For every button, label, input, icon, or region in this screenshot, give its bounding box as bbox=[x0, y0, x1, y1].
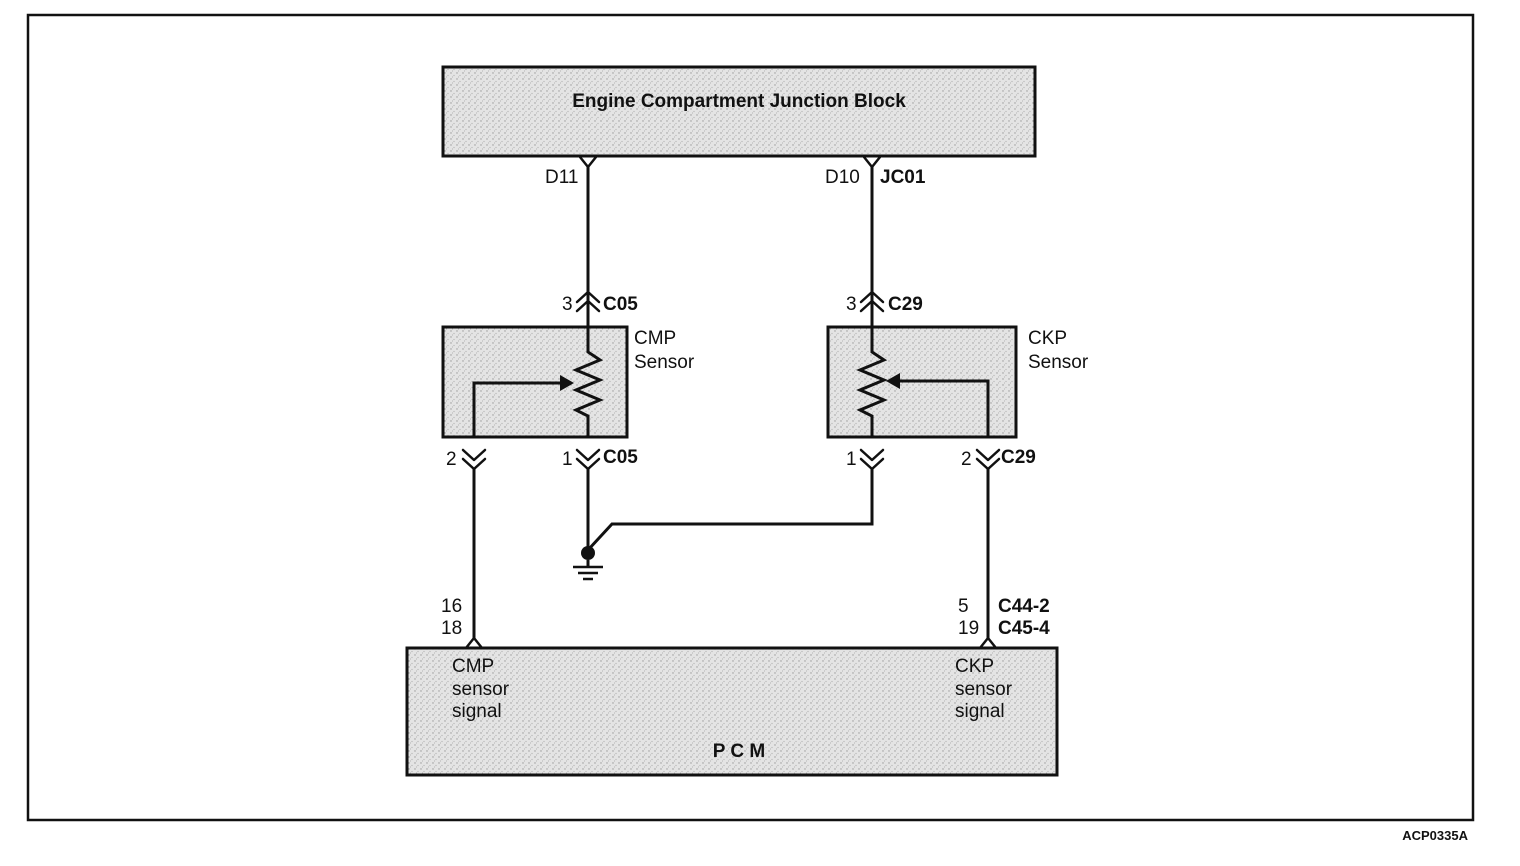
pcm-left-pin-1: 16 bbox=[441, 596, 462, 617]
junction-block-title: Engine Compartment Junction Block bbox=[572, 91, 906, 112]
cmp-wiper-arrow bbox=[560, 375, 574, 391]
cmp-pin1-label: 1 bbox=[562, 449, 573, 470]
cmp-sensor bbox=[441, 325, 629, 439]
ckp-potentiometer bbox=[856, 327, 888, 437]
ckp-top-connector bbox=[859, 290, 885, 313]
junction-block: Engine Compartment Junction Block bbox=[441, 65, 1037, 158]
pcm-cmp-signal-2: sensor bbox=[452, 679, 510, 700]
pcm-cmp-terminal-mark bbox=[464, 636, 484, 650]
cmp-potentiometer bbox=[572, 327, 604, 437]
pcm-right-pin-2: 19 bbox=[958, 618, 979, 639]
pcm-module: CMP sensor signal CKP sensor signal P C … bbox=[405, 636, 1059, 777]
pcm-ckp-terminal-mark bbox=[978, 636, 998, 650]
pcm-ckp-signal-2: sensor bbox=[955, 679, 1013, 700]
pcm-right-connector-1: C44-2 bbox=[998, 596, 1050, 617]
cmp-sensor-label-1: CMP bbox=[634, 328, 676, 349]
ckp-wiper-arrow bbox=[886, 373, 900, 389]
ckp-sensor-label-1: CKP bbox=[1028, 328, 1067, 349]
pcm-ckp-signal-3: signal bbox=[955, 701, 1005, 722]
cmp-top-connector-label: C05 bbox=[603, 294, 638, 315]
cmp-pin1-connector bbox=[575, 448, 601, 471]
cmp-pin2-connector bbox=[461, 448, 487, 471]
ckp-wiper-wire bbox=[898, 379, 990, 438]
cmp-wiper-wire bbox=[472, 381, 562, 438]
ckp-top-pin-label: 3 bbox=[846, 294, 857, 315]
cmp-sensor-label-2: Sensor bbox=[634, 352, 695, 373]
ckp-top-connector-label: C29 bbox=[888, 294, 923, 315]
pcm-cmp-signal-1: CMP bbox=[452, 656, 494, 677]
ckp-bottom-connector-label: C29 bbox=[1001, 447, 1036, 468]
ckp-pin1-label: 1 bbox=[846, 449, 857, 470]
diagram-frame bbox=[26, 13, 1475, 822]
pcm-right-connector-2: C45-4 bbox=[998, 618, 1050, 639]
pcm-ckp-signal-1: CKP bbox=[955, 656, 994, 677]
ground-icon bbox=[573, 546, 603, 581]
wire-ckp-ground bbox=[586, 468, 874, 552]
pcm-left-pin-2: 18 bbox=[441, 618, 462, 639]
cmp-top-pin-label: 3 bbox=[562, 294, 573, 315]
cmp-top-connector bbox=[575, 290, 601, 313]
ckp-pin2-label: 2 bbox=[961, 449, 972, 470]
ckp-sensor bbox=[826, 325, 1018, 439]
pcm-right-pin-1: 5 bbox=[958, 596, 969, 617]
terminal-d10-label: D10 bbox=[825, 167, 860, 188]
ckp-pin1-connector bbox=[859, 448, 885, 471]
ckp-sensor-label-2: Sensor bbox=[1028, 352, 1089, 373]
ckp-pin2-connector bbox=[975, 448, 1001, 471]
terminal-d11-label: D11 bbox=[545, 167, 578, 188]
connector-jc01-label: JC01 bbox=[880, 167, 926, 188]
figure-reference: ACP0335A bbox=[1402, 828, 1468, 843]
pcm-title: P C M bbox=[713, 741, 765, 762]
cmp-pin2-label: 2 bbox=[446, 449, 457, 470]
cmp-bottom-connector-label: C05 bbox=[603, 447, 638, 468]
pcm-cmp-signal-3: signal bbox=[452, 701, 502, 722]
